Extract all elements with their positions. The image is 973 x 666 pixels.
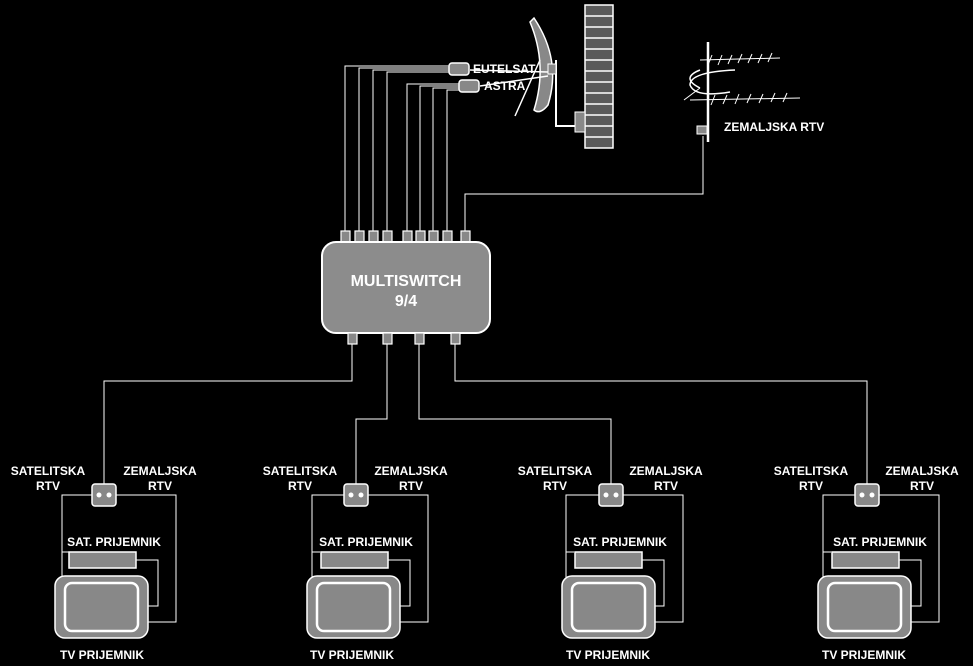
- outlet-group-4: SATELITSKA RTV ZEMALJSKA RTV SAT. PRIJEM…: [774, 464, 959, 662]
- outlet-group-3: SATELITSKA RTV ZEMALJSKA RTV SAT. PRIJEM…: [518, 464, 703, 662]
- sat-label-rtv: RTV: [288, 479, 312, 493]
- ter-label-rtv: RTV: [148, 479, 172, 493]
- sat-receiver-icon: [831, 551, 900, 569]
- multiswitch: [321, 241, 491, 334]
- wall-outlet-icon: [91, 483, 117, 507]
- sat-label: SATELITSKA: [518, 464, 593, 478]
- ter-label: ZEMALJSKA: [885, 464, 959, 478]
- output-cables: [103, 344, 868, 484]
- terrestrial-antenna-icon: [683, 42, 801, 142]
- tv-label: TV PRIJEMNIK: [310, 648, 394, 662]
- sat-label: SATELITSKA: [263, 464, 338, 478]
- tv-label: TV PRIJEMNIK: [822, 648, 906, 662]
- wall-outlet-icon: [343, 483, 369, 507]
- sat-label: SATELITSKA: [774, 464, 849, 478]
- ter-label-rtv: RTV: [910, 479, 934, 493]
- ter-label: ZEMALJSKA: [629, 464, 703, 478]
- eutelsat-label: EUTELSAT: [473, 62, 536, 76]
- sat-receiver-icon: [320, 551, 389, 569]
- ter-label-rtv: RTV: [399, 479, 423, 493]
- sat-label-rtv: RTV: [543, 479, 567, 493]
- sat-label: SATELITSKA: [11, 464, 86, 478]
- multiswitch-inputs: [340, 230, 471, 243]
- sat-label-rtv: RTV: [36, 479, 60, 493]
- ter-label: ZEMALJSKA: [374, 464, 448, 478]
- satellite-dish-icon: [469, 16, 586, 133]
- lnb-astra: [458, 79, 480, 93]
- terrestrial-antenna-label: ZEMALJSKA RTV: [724, 120, 824, 134]
- receiver-label: SAT. PRIJEMNIK: [573, 535, 667, 549]
- astra-label: ASTRA: [484, 79, 526, 93]
- brick-wall: [584, 4, 614, 149]
- tv-label: TV PRIJEMNIK: [60, 648, 144, 662]
- sat-label-rtv: RTV: [799, 479, 823, 493]
- multiswitch-outputs: [347, 332, 461, 345]
- receiver-label: SAT. PRIJEMNIK: [67, 535, 161, 549]
- multiswitch-ports: 9/4: [395, 293, 417, 310]
- sat-receiver-icon: [574, 551, 643, 569]
- outlet-group-2: SATELITSKA RTV ZEMALJSKA RTV SAT. PRIJEM…: [263, 464, 448, 662]
- wall-outlet-icon: [854, 483, 880, 507]
- ter-label-rtv: RTV: [654, 479, 678, 493]
- tv-label: TV PRIJEMNIK: [566, 648, 650, 662]
- receiver-label: SAT. PRIJEMNIK: [833, 535, 927, 549]
- lnb-eutelsat: [448, 62, 470, 76]
- receiver-label: SAT. PRIJEMNIK: [319, 535, 413, 549]
- ter-label: ZEMALJSKA: [123, 464, 197, 478]
- outlet-group-1: SATELITSKA RTV ZEMALJSKA RTV SAT. PRIJEM…: [11, 464, 197, 662]
- wall-outlet-icon: [598, 483, 624, 507]
- sat-receiver-icon: [68, 551, 137, 569]
- lnb-cables: [344, 65, 704, 232]
- multiswitch-title: MULTISWITCH: [351, 273, 462, 290]
